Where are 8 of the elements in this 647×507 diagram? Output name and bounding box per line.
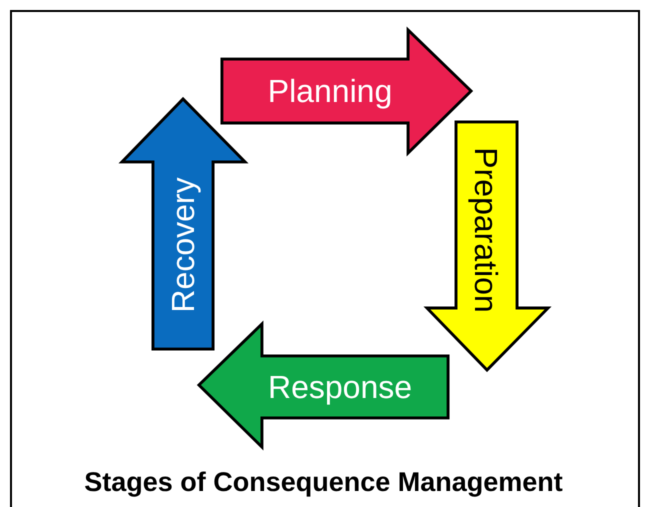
block-arrow [195,322,452,449]
caption: Stages of Consequence Management [83,466,564,499]
arrow-label: Recovery [167,177,199,313]
block-arrow [425,118,550,374]
block-arrow [120,95,247,353]
arrow-label: Preparation [470,147,502,313]
arrow-label: Response [268,371,412,403]
arrow-label: Planning [268,75,392,107]
